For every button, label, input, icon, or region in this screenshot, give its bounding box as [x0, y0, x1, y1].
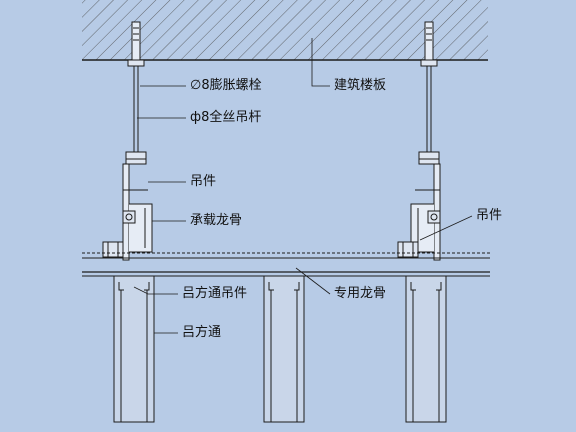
aluminum-tube-right: [405, 275, 447, 423]
hanger-left-label: 吊件: [190, 174, 217, 189]
expansion-bolt-label: ∅8膨胀螺栓: [190, 78, 262, 93]
main-keel-label: 承载龙骨: [190, 213, 243, 228]
aluminum-tube-left: [113, 275, 155, 423]
aluminum-tube-label: 吕方通: [182, 325, 222, 340]
leader-lines: [133, 38, 473, 334]
aluminum-tube-middle: [263, 275, 305, 423]
threaded-rod-label: ф8全丝吊杆: [190, 110, 262, 125]
hanger-right-label: 吊件: [476, 208, 503, 223]
tube-hanger-label: 吕方通吊件: [182, 286, 248, 301]
floor-slab-label: 建筑楼板: [334, 78, 387, 93]
special-keel-label: 专用龙骨: [334, 286, 387, 301]
floor-slab: [82, 0, 488, 61]
right-hanger-assembly: [397, 21, 441, 261]
